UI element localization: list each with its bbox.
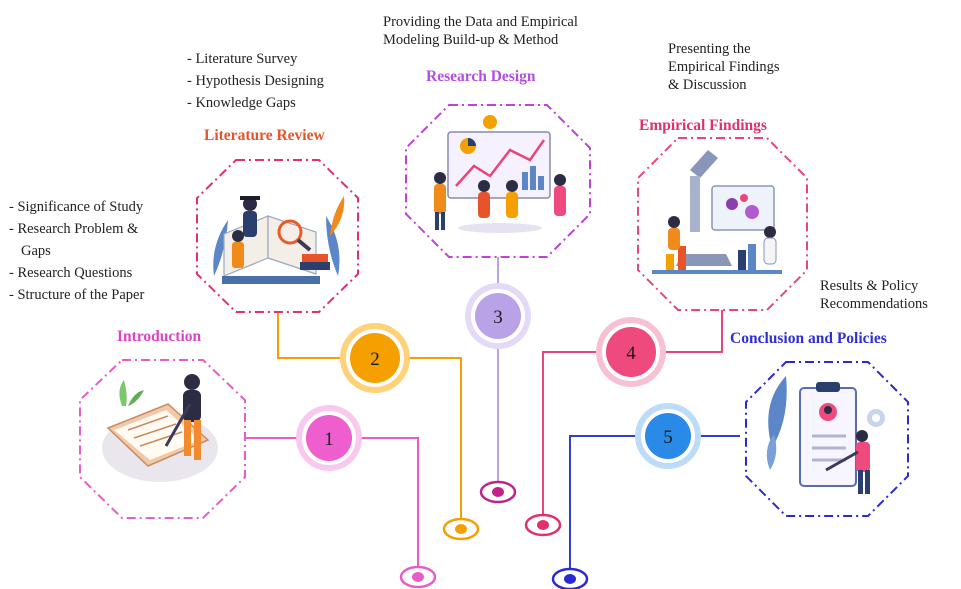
literature-item: - Hypothesis Designing	[187, 73, 324, 89]
octagon-findings	[637, 137, 808, 311]
connector-2	[277, 312, 340, 359]
step-circle-2: 2	[340, 323, 410, 393]
design-description-line: Providing the Data and Empirical	[383, 14, 578, 30]
connector-4-down	[542, 351, 598, 520]
design-description-line: Modeling Build-up & Method	[383, 32, 559, 48]
step-circle-1: 1	[296, 405, 362, 471]
literature-item: - Literature Survey	[187, 51, 298, 67]
findings-description-line: Empirical Findings	[668, 59, 780, 75]
findings-description: Presenting the Empirical Findings & Disc…	[668, 40, 780, 94]
literature-items: - Literature Survey - Hypothesis Designi…	[187, 48, 324, 114]
findings-description-line: Presenting the	[668, 41, 751, 57]
findings-description-line: & Discussion	[668, 77, 747, 93]
introduction-item: - Research Problem &	[9, 221, 139, 237]
introduction-item: Gaps	[21, 243, 51, 259]
terminal-2	[442, 517, 480, 541]
step-number-1: 1	[324, 429, 334, 450]
conclusion-title: Conclusion and Policies	[730, 330, 887, 347]
connector-4	[663, 310, 723, 353]
terminal-4	[524, 513, 562, 537]
findings-title: Empirical Findings	[639, 117, 767, 134]
terminal-3	[479, 480, 517, 504]
literature-illustration	[213, 196, 345, 284]
conclusion-description-line: Results & Policy	[820, 278, 919, 294]
step-circle-5: 5	[635, 403, 701, 469]
connector-2-down	[410, 357, 462, 524]
octagon-frames	[79, 104, 909, 519]
connector-lines	[245, 257, 740, 576]
octagon-introduction	[79, 359, 246, 519]
introduction-illustration	[102, 374, 218, 482]
step-number-2: 2	[370, 349, 380, 370]
conclusion-illustration	[766, 376, 885, 494]
octagon-design	[405, 104, 591, 258]
connector-5-down	[569, 435, 636, 576]
introduction-item: - Structure of the Paper	[9, 287, 145, 303]
research-design-illustration	[434, 115, 566, 233]
terminal-5	[551, 567, 589, 589]
conclusion-description: Results & Policy Recommendations	[820, 277, 928, 313]
step-circle-4: 4	[596, 317, 666, 387]
introduction-item: - Research Questions	[9, 265, 133, 281]
literature-item: - Knowledge Gaps	[187, 95, 296, 111]
step-number-4: 4	[626, 343, 636, 364]
step-circle-3: 3	[465, 283, 531, 349]
step-number-3: 3	[493, 307, 503, 328]
terminal-markers	[399, 480, 589, 589]
introduction-items: - Significance of Study - Research Probl…	[9, 196, 144, 306]
step-number-5: 5	[663, 427, 673, 448]
terminal-1	[399, 565, 437, 589]
findings-illustration	[652, 150, 782, 274]
literature-title: Literature Review	[204, 127, 325, 144]
octagon-conclusion	[745, 361, 909, 517]
connector-1-down	[357, 437, 419, 572]
octagon-literature	[196, 159, 359, 313]
introduction-item: - Significance of Study	[9, 199, 144, 215]
design-description: Providing the Data and Empirical Modelin…	[383, 13, 578, 49]
conclusion-description-line: Recommendations	[820, 296, 928, 312]
design-title: Research Design	[426, 68, 536, 85]
introduction-title: Introduction	[117, 328, 202, 345]
